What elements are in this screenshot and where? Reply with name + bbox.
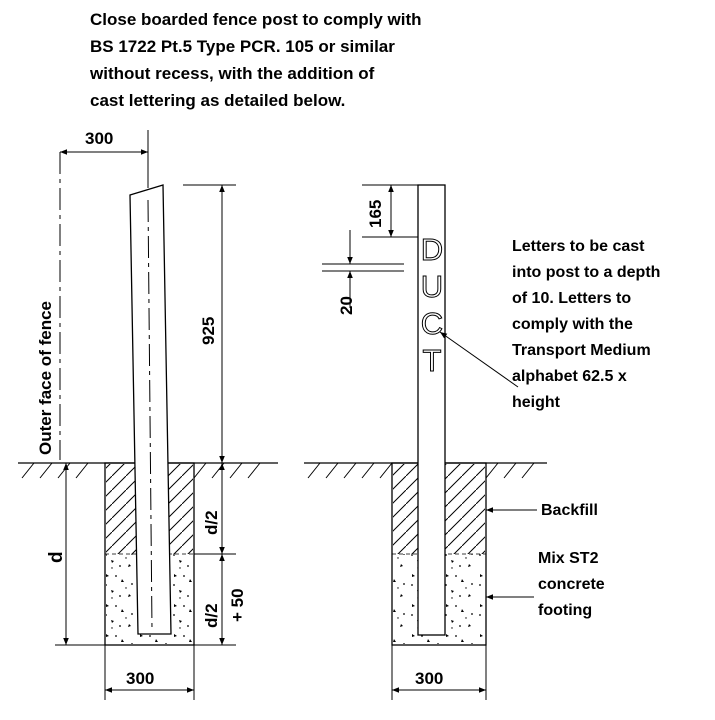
header-note-line: Close boarded fence post to comply with — [90, 10, 422, 29]
letter-gap-dimension: 20 — [337, 296, 356, 315]
fence-post — [417, 184, 446, 636]
right-elevation: D U C T 165 20 Letters to be cast into p… — [304, 184, 660, 700]
footing-label-line: concrete — [538, 576, 605, 593]
letters-note: Letters to be cast into post to a depth … — [512, 238, 660, 411]
letters-note-line: of 10. Letters to — [512, 290, 631, 307]
left-elevation: Outer face of fence 300 925 d d/2 d/2 + … — [18, 129, 278, 700]
footing-label-line: Mix ST2 — [538, 550, 599, 567]
base-width-dimension: 300 — [126, 669, 154, 688]
lower-dimension: d/2 — [202, 603, 221, 628]
cast-letter: T — [423, 343, 442, 378]
letters-note-line: alphabet 62.5 x — [512, 368, 627, 385]
letters-leader-arrow — [439, 331, 519, 388]
height-dimension: 925 — [199, 317, 218, 345]
base-width-dimension: 300 — [415, 669, 443, 688]
cast-letter: C — [421, 306, 443, 341]
top-gap-dimension: 165 — [366, 200, 385, 228]
letters-note-line: Transport Medium — [512, 342, 651, 359]
cast-letter: D — [421, 232, 443, 267]
letters-note-line: into post to a depth — [512, 264, 660, 281]
top-offset-dimension: 300 — [85, 129, 113, 148]
header-note-line: BS 1722 Pt.5 Type PCR. 105 or similar — [90, 37, 395, 56]
header-note: Close boarded fence post to comply with … — [89, 10, 422, 110]
letters-note-line: height — [512, 394, 561, 411]
header-note-line: cast lettering as detailed below. — [90, 91, 345, 110]
fence-post — [129, 184, 172, 635]
footing-label-line: footing — [538, 602, 592, 619]
header-note-line: without recess, with the addition of — [89, 64, 375, 83]
fence-face-label: Outer face of fence — [36, 301, 55, 455]
ground-hatching — [307, 462, 535, 479]
cast-letter: U — [421, 269, 443, 304]
depth-dimension: d — [46, 551, 67, 563]
upper-dimension: d/2 — [202, 510, 221, 535]
letters-note-line: Letters to be cast — [512, 238, 645, 255]
letters-note-line: comply with the — [512, 316, 633, 333]
backfill-label: Backfill — [541, 502, 598, 519]
lower-dimension: + 50 — [228, 588, 247, 622]
